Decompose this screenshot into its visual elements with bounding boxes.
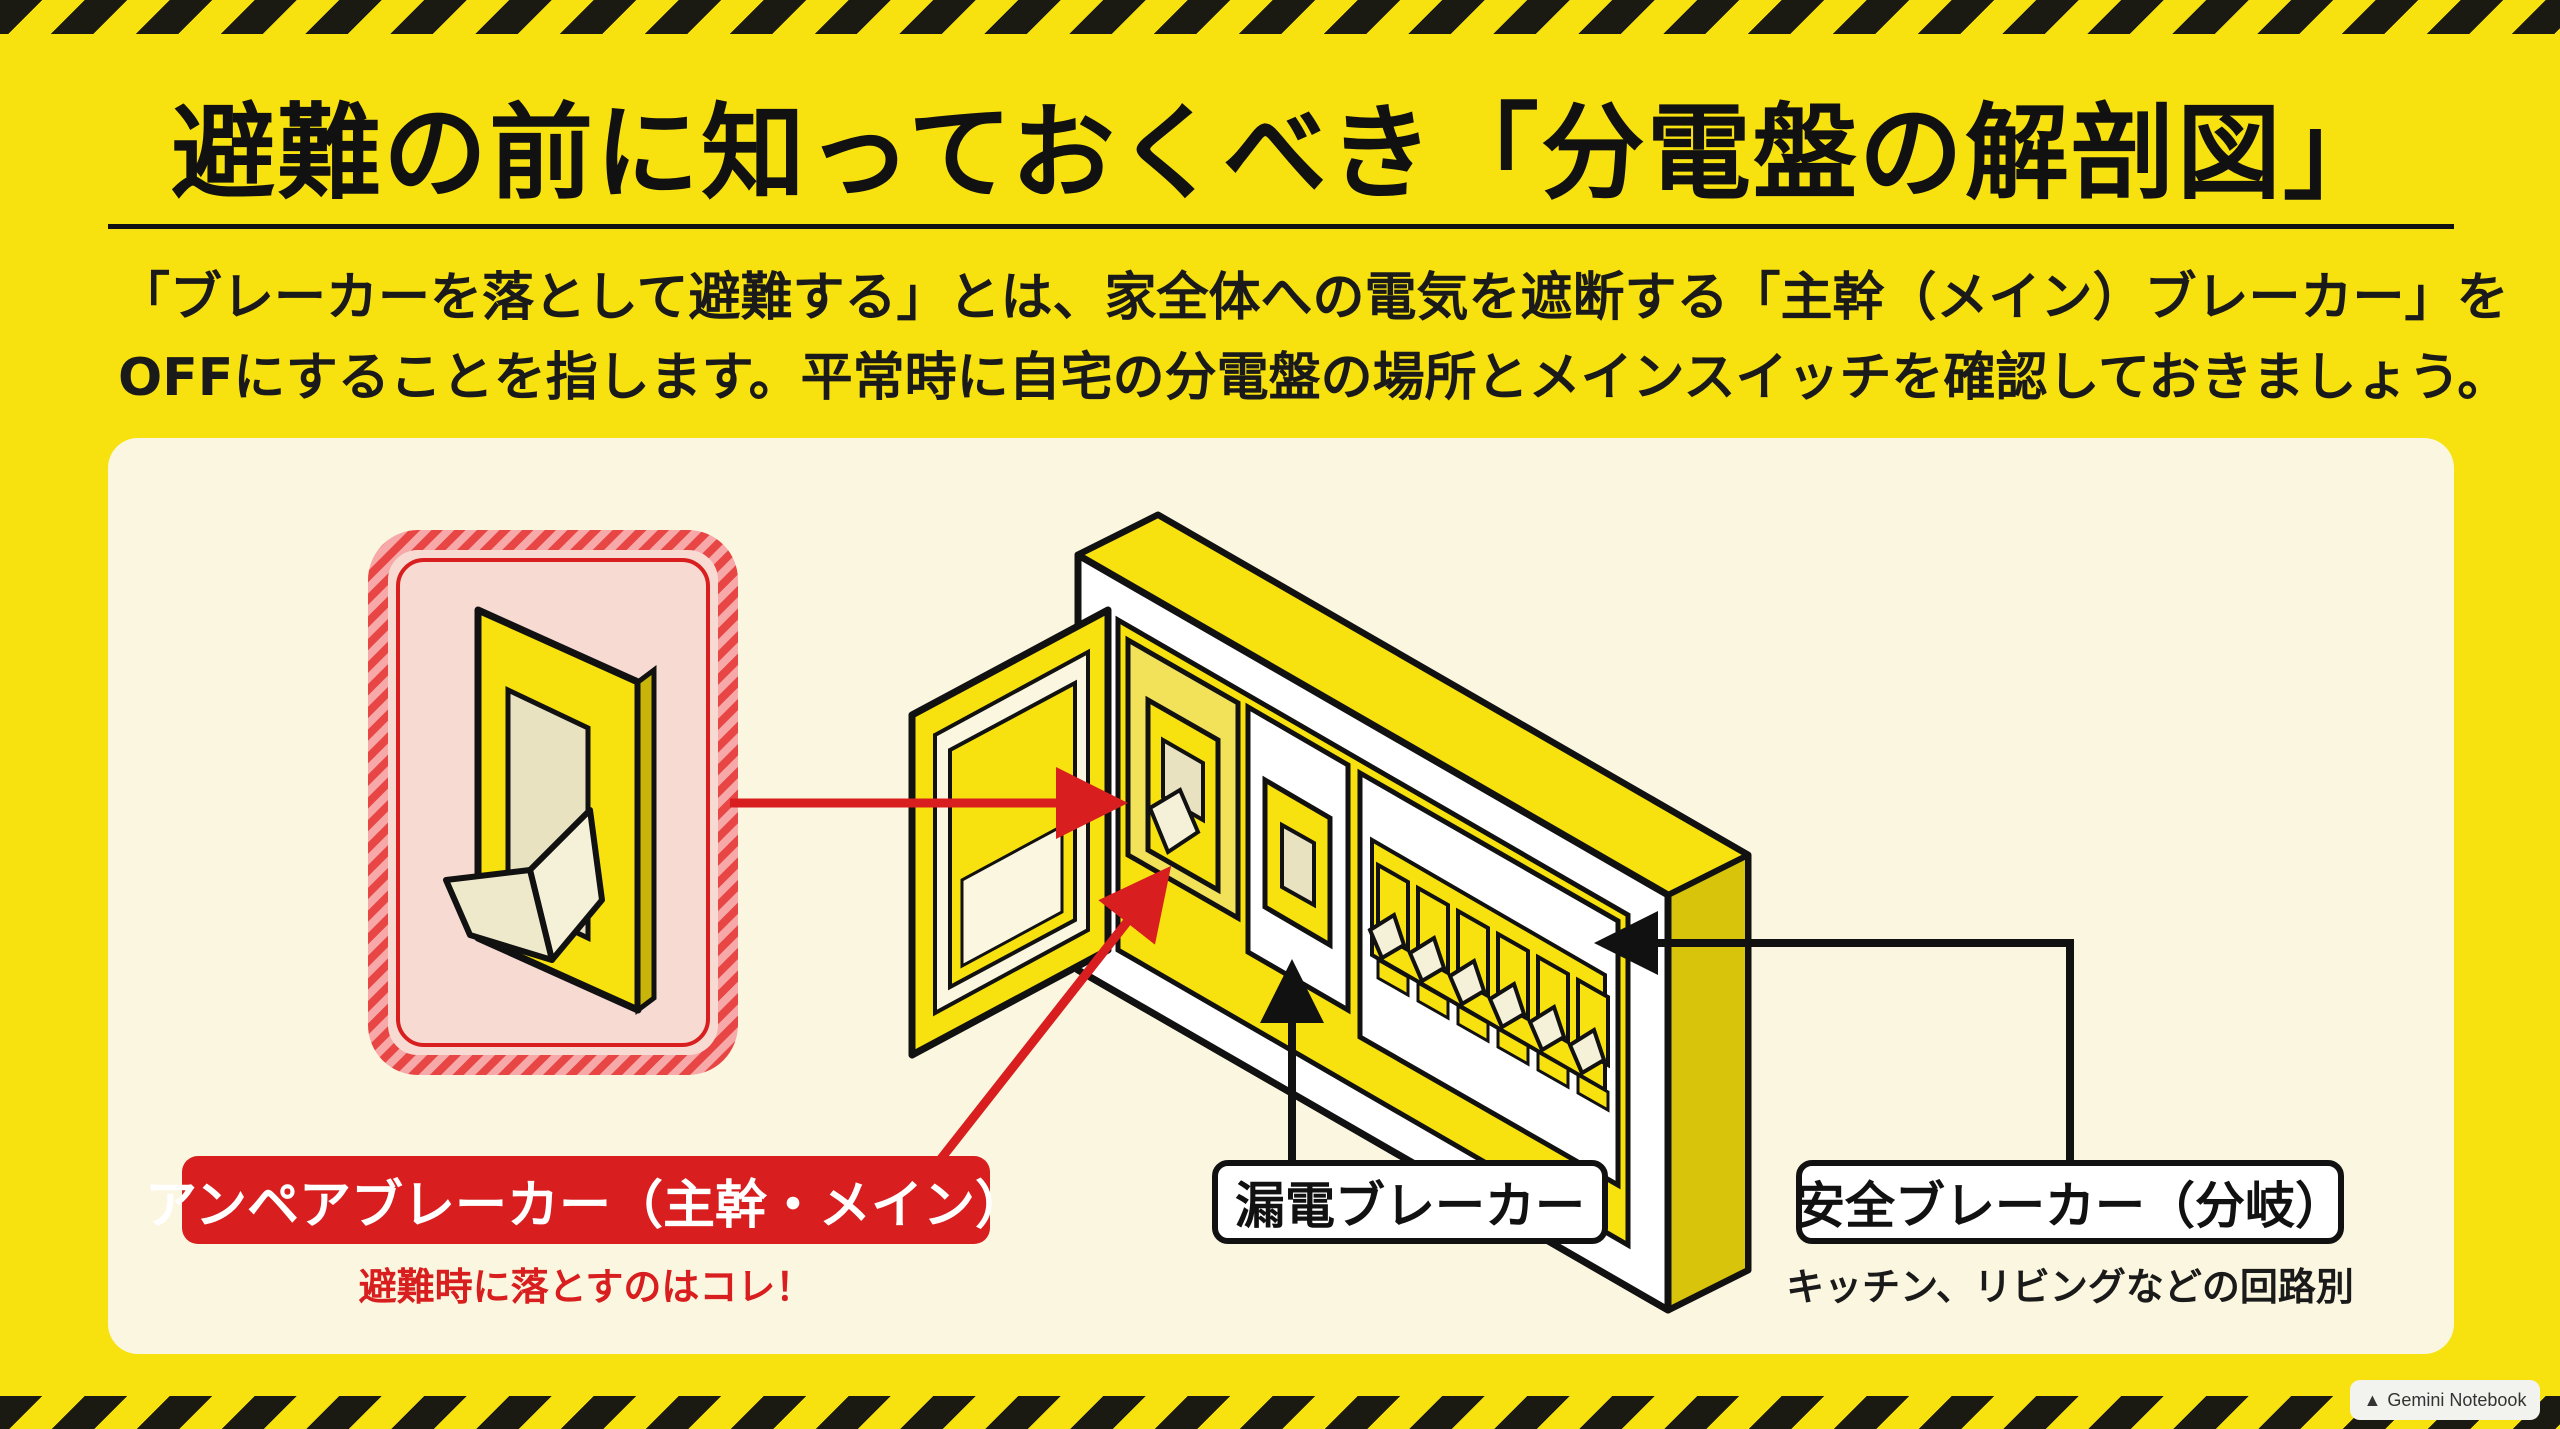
notebook-icon: ▲: [2363, 1389, 2382, 1410]
safety-breaker-note: キッチン、リビングなどの回路別: [1786, 1265, 2354, 1309]
safety-breaker-label: 安全ブレーカー（分岐）: [1795, 1160, 2345, 1244]
main-breaker-arrows: [730, 767, 1172, 1163]
intro-line-1: 「ブレーカーを落として避難する」とは、家全体への電気を遮断する「主幹（メイン）ブ…: [118, 268, 2509, 328]
hazard-stripe-bottom: [0, 1396, 2560, 1429]
leakage-breaker-label: 漏電ブレーカー: [1212, 1160, 1608, 1244]
main-breaker-label: アンペアブレーカー（主幹・メイン）: [145, 1156, 1027, 1244]
intro-line-2: OFFにすることを指します。平常時に自宅の分電盤の場所とメインスイッチを確認して…: [118, 348, 2510, 408]
main-switch-zoom: [368, 530, 738, 1075]
title-divider: [108, 224, 2454, 229]
intro-text: 「ブレーカーを落として避難する」とは、家全体への電気を遮断する「主幹（メイン）ブ…: [118, 258, 2510, 418]
page-title: 避難の前に知っておくべき「分電盤の解剖図」: [171, 91, 2389, 214]
hazard-stripe-top: [0, 0, 2560, 34]
branch-breaker-arrows: [1260, 911, 2074, 1160]
distribution-board: [908, 511, 1752, 1314]
watermark-text: Gemini Notebook: [2387, 1389, 2527, 1410]
watermark: ▲ Gemini Notebook: [2350, 1380, 2540, 1420]
main-breaker-note: 避難時に落とすのはコレ！: [358, 1265, 814, 1309]
